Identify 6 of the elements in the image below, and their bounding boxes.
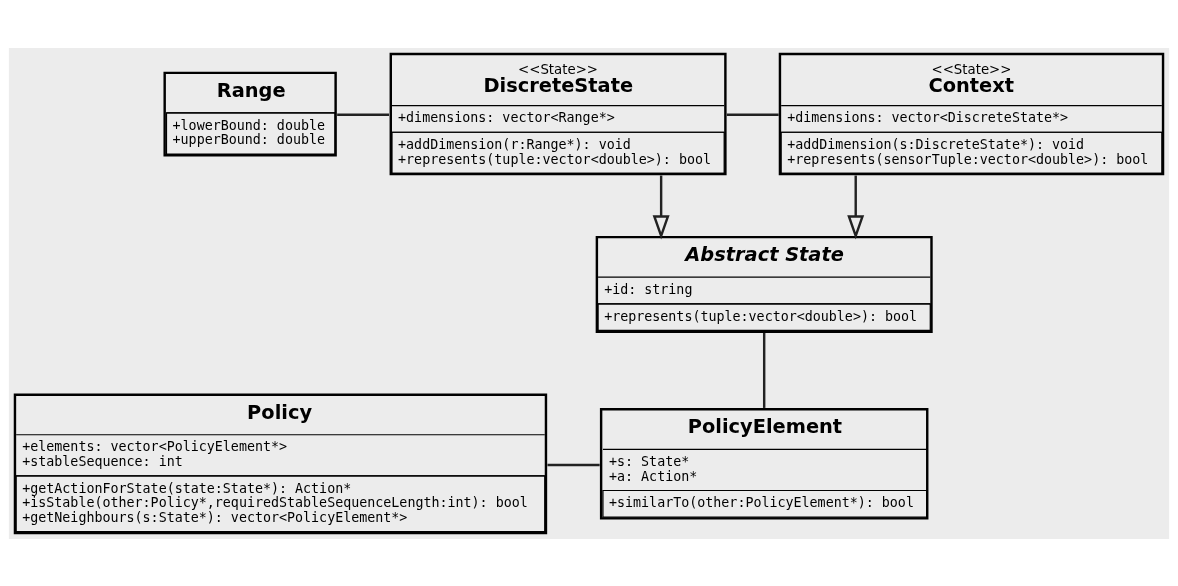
arrow — [847, 175, 865, 239]
connector — [547, 463, 600, 466]
connector — [337, 112, 389, 116]
arrow — [652, 175, 670, 239]
connector — [726, 112, 779, 116]
connector — [762, 332, 766, 408]
